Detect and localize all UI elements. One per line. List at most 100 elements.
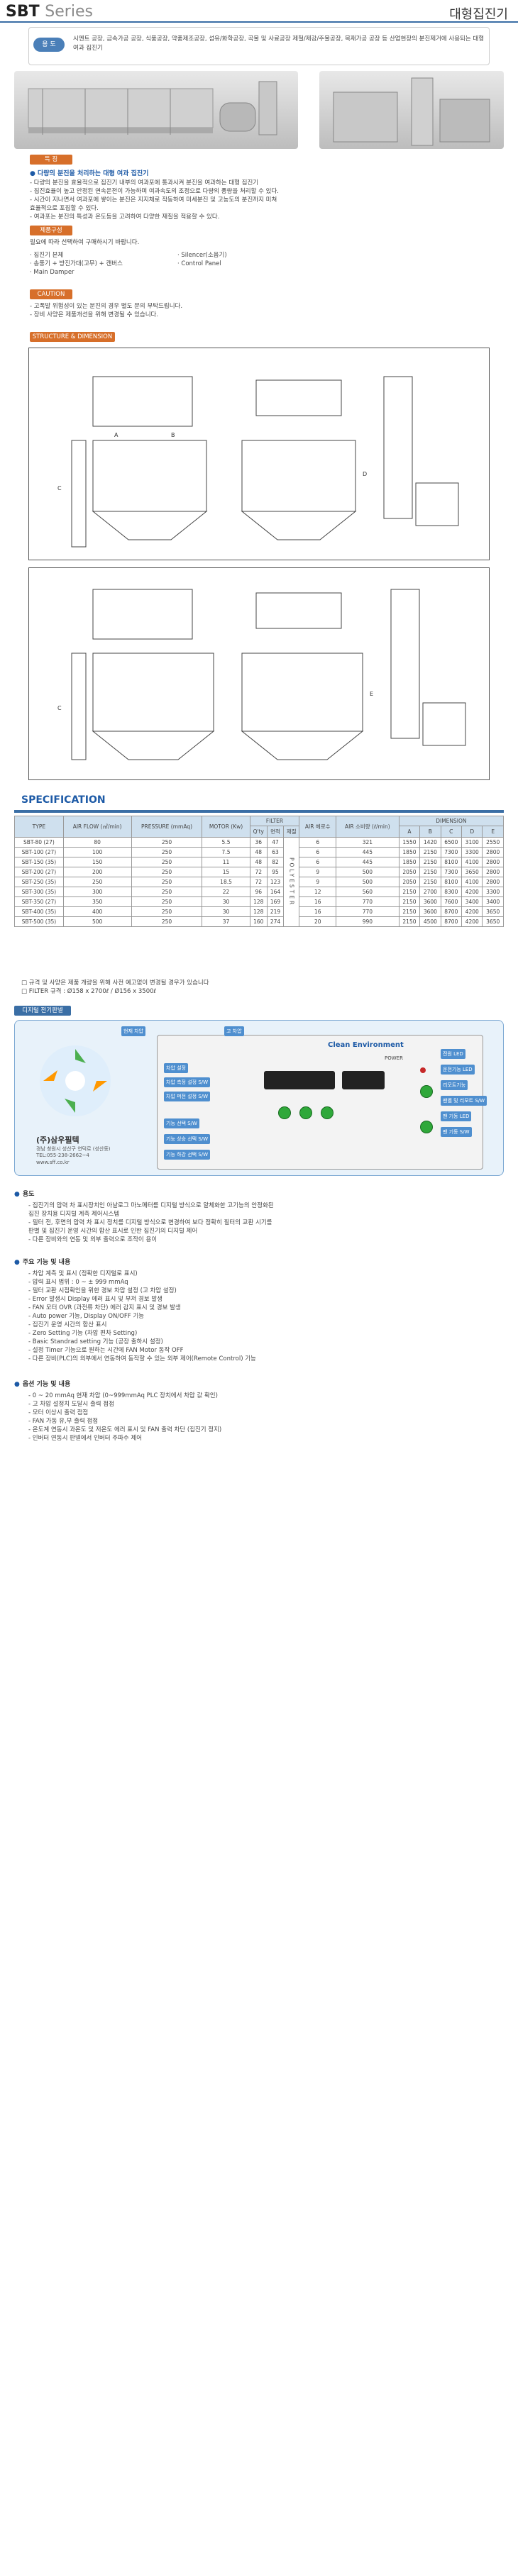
spec-cell: 274	[267, 916, 285, 927]
spec-cell: 8700	[440, 916, 463, 927]
spec-cell: 250	[131, 857, 203, 867]
spec-cell: 2150	[419, 857, 441, 867]
usage2-item: 판별 및 집진기 운영 시간의 합산 표시로 인한 집진기의 디지털 제어	[28, 1228, 198, 1235]
function-down-button[interactable]	[321, 1106, 334, 1119]
components-right: · Silencer(소음기) · Control Panel	[177, 251, 227, 268]
spec-cell: 4100	[461, 877, 483, 887]
caution-list: - 고폭발 위험성이 있는 분진의 경우 별도 문의 부탁드립니다. - 장비 …	[30, 302, 182, 319]
spec-cell: 22	[202, 887, 250, 897]
spec-cell: 250	[131, 896, 203, 907]
spec-cell: 250	[131, 906, 203, 917]
main-function-item: - 차압 계측 및 표시 (정확한 디지털로 표시)	[28, 1270, 138, 1277]
th-dim-d: D	[461, 826, 483, 838]
fan-remote-button[interactable]	[420, 1085, 433, 1098]
features-item: - 시간이 지나면서 여과포에 쌓이는 분진은 지지체로 작동하여 미세분진 및…	[30, 196, 277, 204]
spec-cell: 7300	[440, 847, 463, 857]
component-item: · Silencer(소음기)	[177, 252, 227, 259]
spec-cell: 20	[299, 916, 336, 927]
spec-cell: 6500	[440, 837, 463, 848]
spec-cell: 3650	[482, 906, 504, 917]
spec-cell: 30	[202, 906, 250, 917]
spec-cell: 2550	[482, 837, 504, 848]
spec-material-cell: POLYESTER	[283, 837, 300, 927]
page-header	[0, 0, 518, 23]
function-up-button[interactable]	[278, 1106, 291, 1119]
spec-cell: 4100	[461, 857, 483, 867]
spec-cell: SBT-150 (35)	[14, 857, 64, 867]
spec-table: TYPE AIR FLOW (㎥/min) PRESSURE (mmAq) MO…	[14, 816, 505, 927]
spec-cell: 2150	[398, 896, 421, 907]
spec-cell: 95	[267, 867, 285, 877]
th-qty: Q'ty	[249, 826, 268, 838]
spec-cell: 6	[299, 857, 336, 867]
features-item: 효율적으로 포집할 수 있다.	[30, 205, 99, 212]
options-head: 옵션 기능 및 내용	[14, 1379, 70, 1388]
product-photo-side	[319, 71, 504, 149]
callout-high-pressure: 고 차압	[224, 1026, 244, 1036]
dim-label-d: D	[363, 471, 367, 477]
spec-cell: 9	[299, 877, 336, 887]
spec-note: □ 규격 및 사양은 제품 개량을 위해 사전 예고없이 변경될 경우가 있습니…	[21, 979, 209, 987]
spec-cell: 18.5	[202, 877, 250, 887]
spec-cell: 169	[267, 896, 285, 907]
usage2-list: - 집진기의 압력 차 표시장치인 아날로그 마노메터를 디지털 방식으로 알체…	[28, 1201, 490, 1244]
caution-tag: CAUTION	[30, 289, 72, 299]
spec-cell: 2050	[398, 877, 421, 887]
company-web: www.sff.co.kr	[36, 1160, 70, 1165]
control-panel-face: Clean Environment POWER	[157, 1035, 483, 1170]
spec-cell: 500	[62, 916, 132, 927]
fan-start-button[interactable]	[420, 1121, 433, 1133]
option-item: - FAN 가동 유,무 출력 점점	[28, 1418, 99, 1425]
usage-tag: 용 도	[33, 38, 65, 52]
features-head: ● 다량의 분진을 처리하는 대형 여과 집진기	[30, 170, 149, 177]
caution-item: - 장비 사양은 제품개선을 위해 변경될 수 있습니다.	[30, 311, 159, 318]
main-function-item: - Zero Setting 기능 (차압 편차 Setting)	[28, 1330, 138, 1337]
usage2-item: - 다른 장비와의 연동 및 외부 출력으로 조작이 용이	[28, 1236, 158, 1243]
component-item: · 송풍기 + 방진가대(고무) + 캔버스	[30, 260, 123, 267]
structure-tag: STRUCTURE & DIMENSION	[30, 332, 115, 342]
usage-box: 용 도 시멘트 공장, 금속가공 공장, 식품공장, 약품제조공장, 섬유/화학…	[28, 27, 490, 65]
spec-cell: 250	[62, 877, 132, 887]
th-motor: MOTOR (Kw)	[202, 816, 250, 838]
spec-cell: 100	[62, 847, 132, 857]
features-tag: 특 징	[30, 155, 72, 165]
function-select-button[interactable]	[299, 1106, 312, 1119]
spec-cell: 82	[267, 857, 285, 867]
spec-cell: SBT-350 (27)	[14, 896, 64, 907]
spec-cell: 2050	[398, 867, 421, 877]
callout-power-led: 전원 LED	[441, 1049, 465, 1059]
spec-cell: 30	[202, 896, 250, 907]
spec-cell: 80	[62, 837, 132, 848]
display-high-pressure	[342, 1071, 385, 1089]
spec-cell: 250	[131, 916, 203, 927]
spec-cell: 3100	[461, 837, 483, 848]
spec-cell: 219	[267, 906, 285, 917]
callout-function-up: 기능 상승 선택 S/W	[164, 1134, 211, 1144]
main-function-item: - 설정 Timer 기능으로 원하는 시간에 FAN Motor 동작 OFF	[28, 1347, 184, 1354]
company-logo-swirl	[36, 1042, 114, 1120]
callout-current-pressure: 현재 차압	[121, 1026, 145, 1036]
options-list: - 0 ~ 20 mmAq 현재 차압 (0~999mmAq PLC 장치에서 …	[28, 1392, 490, 1443]
option-item: - 인버터 연동시 판넬에서 인버터 주파수 제어	[28, 1435, 143, 1442]
spec-cell: 164	[267, 887, 285, 897]
spec-cell: 4200	[461, 906, 483, 917]
main-function-item: - 다른 장비(PLC)의 외부에서 연동하여 동작할 수 있는 외부 제어(R…	[28, 1355, 256, 1362]
power-label: POWER	[385, 1055, 403, 1061]
spec-cell: 6	[299, 837, 336, 848]
th-dim-c: C	[440, 826, 463, 838]
spec-cell: 400	[62, 906, 132, 917]
spec-cell: 8100	[440, 877, 463, 887]
digital-panel-figure: (주)삼우필텍 경남 창원시 성산구 연덕로 (성산동) TEL:055-238…	[14, 1020, 504, 1176]
callout-fan-sw: 팬 기동 S/W	[441, 1127, 472, 1137]
spec-cell: SBT-250 (35)	[14, 877, 64, 887]
spec-cell: 123	[267, 877, 285, 887]
spec-cell: 4200	[461, 916, 483, 927]
callout-function-select: 기능 선택 S/W	[164, 1118, 199, 1128]
spec-cell: 48	[249, 857, 268, 867]
spec-cell: 160	[249, 916, 268, 927]
spec-cell: 500	[335, 877, 399, 887]
th-air-box: AIR 헤로수	[299, 816, 336, 838]
